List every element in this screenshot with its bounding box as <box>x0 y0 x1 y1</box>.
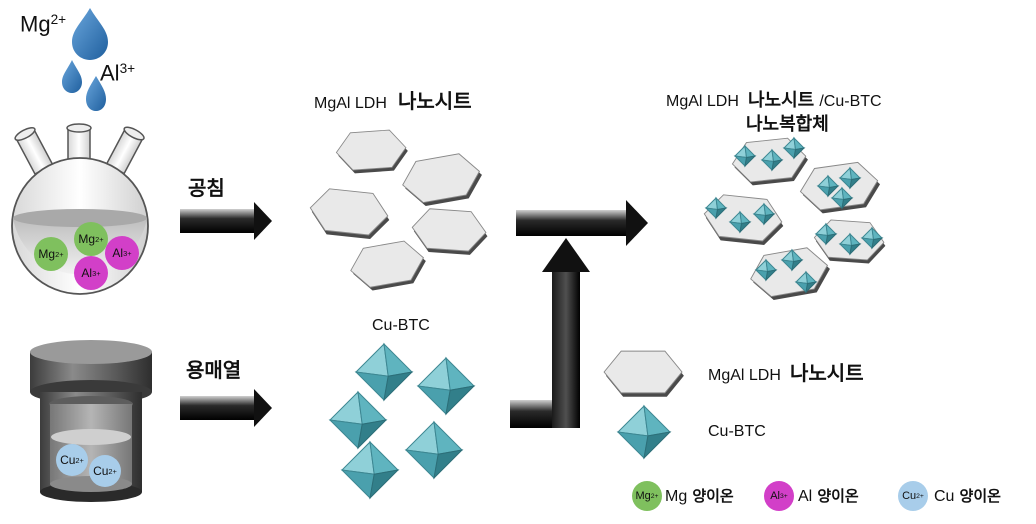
legend-cu-btc-crystal <box>618 406 670 458</box>
cu-btc-crystals-group <box>330 344 474 498</box>
ldh-nanosheet-label: MgAl LDH 나노시트 <box>314 91 472 112</box>
ldh-sheet-2 <box>399 150 486 209</box>
legend-ldh-label: MgAl LDH 나노시트 <box>708 363 864 384</box>
composite-group <box>702 136 887 303</box>
ldh-nanosheets-group <box>308 129 489 294</box>
legend-shapes <box>604 351 684 458</box>
flask-ion-al-2: Al3+ <box>74 256 108 290</box>
legend-cu-btc-label: Cu-BTC <box>708 424 766 440</box>
cu-btc-crystal-2 <box>418 358 474 414</box>
mg-ion-label: Mg2+ <box>20 13 66 36</box>
cu-btc-crystal-1 <box>356 344 412 400</box>
al-ion-label: Al3+ <box>100 62 135 85</box>
droplet-small-left <box>62 60 82 93</box>
vessel-ion-cu-1: Cu2+ <box>56 444 88 476</box>
arrow-solvothermal <box>180 389 272 427</box>
ldh-sheet-4 <box>411 208 489 256</box>
cu-btc-crystal-3 <box>330 392 386 448</box>
cu-btc-crystal-5 <box>342 442 398 498</box>
cu-btc-crystal-4 <box>406 422 462 478</box>
ldh-sheet-3 <box>308 187 392 241</box>
legend-ion-cu-label: Cu 양이온 <box>934 488 1001 505</box>
flask-ion-mg-1: Mg2+ <box>34 237 68 271</box>
legend-ion-al-label: Al 양이온 <box>798 488 859 505</box>
legend-ion-cu: Cu2+ <box>898 481 928 511</box>
arrow-coprecipitation <box>180 202 272 240</box>
droplet-large <box>72 8 108 60</box>
composite-label-line1: MgAl LDH 나노시트 /Cu-BTC <box>666 92 882 110</box>
legend-ion-al: Al3+ <box>764 481 794 511</box>
ldh-sheet-5 <box>347 238 429 294</box>
legend-ldh-sheet <box>604 351 684 397</box>
flask-ion-al-1: Al3+ <box>105 236 139 270</box>
legend-ion-mg-label: Mg 양이온 <box>665 488 734 505</box>
legend-ion-mg: Mg2+ <box>632 481 662 511</box>
ldh-sheet-1 <box>335 129 409 175</box>
flask-ion-mg-2: Mg2+ <box>74 222 108 256</box>
composite-sheet-2 <box>798 160 883 216</box>
cu-btc-label: Cu-BTC <box>372 318 430 334</box>
vessel-ion-cu-2: Cu2+ <box>89 455 121 487</box>
composite-label-line2: 나노복합체 <box>746 116 829 134</box>
process-label-coprecipitation: 공침 <box>188 178 225 198</box>
process-label-solvothermal: 용매열 <box>186 360 241 380</box>
